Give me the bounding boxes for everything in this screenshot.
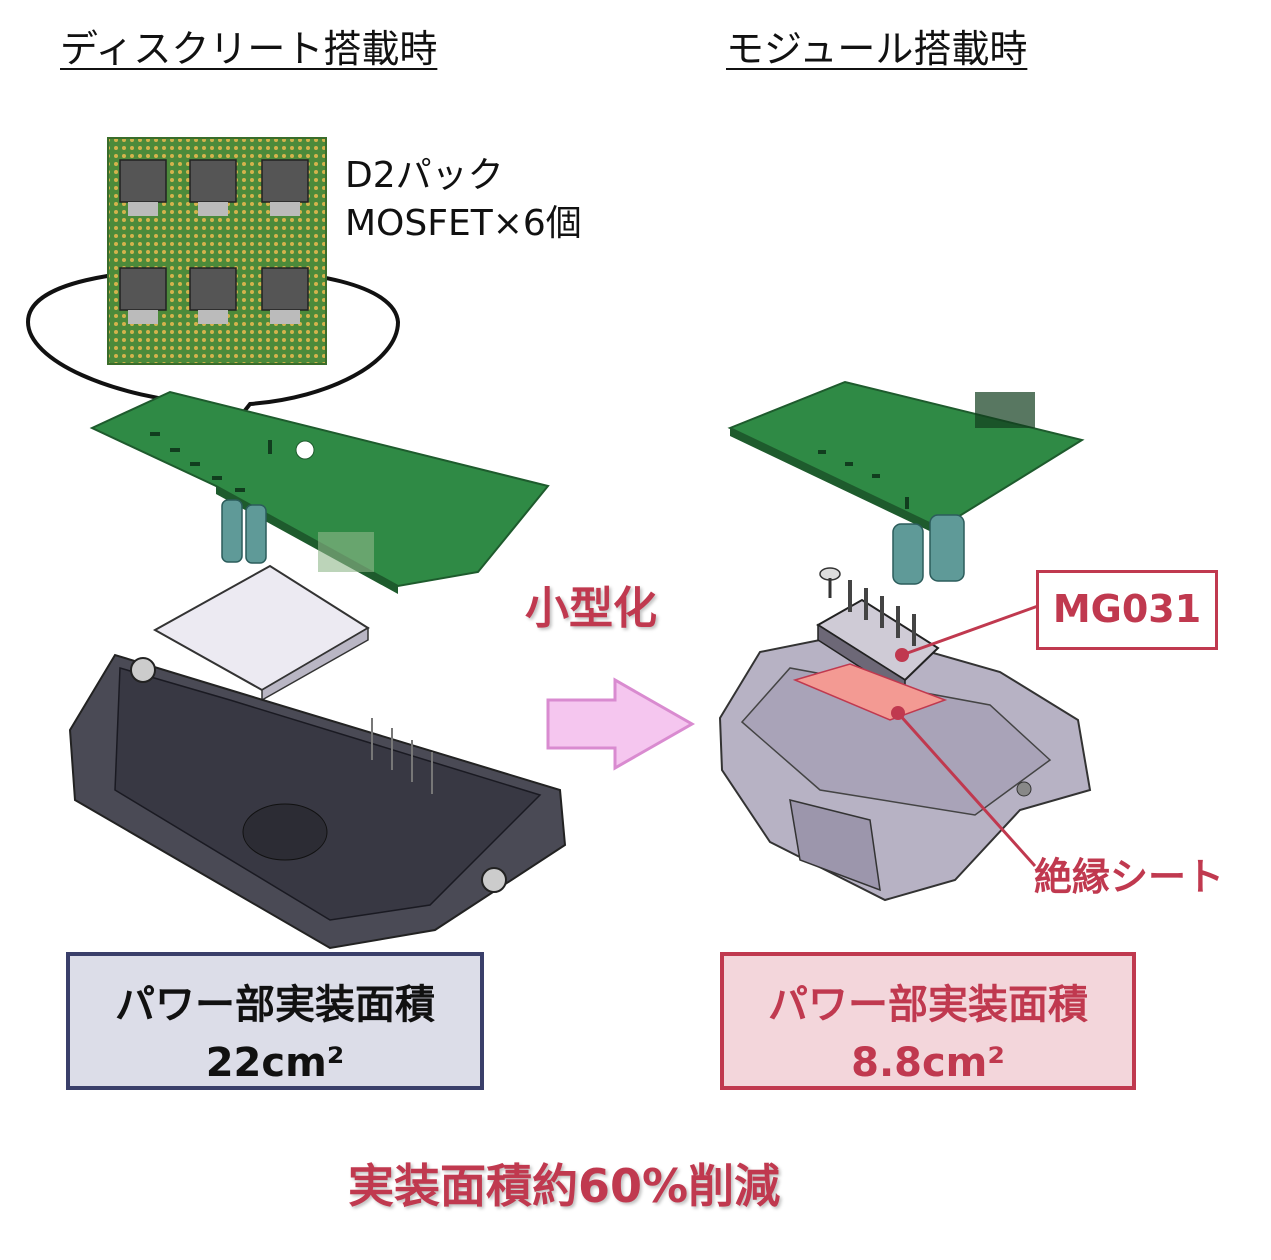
left-heat-plate	[152, 564, 370, 702]
heading-discrete: ディスクリート搭載時	[60, 27, 438, 71]
left-housing	[68, 653, 567, 950]
right-area-value: 8.8cm²	[851, 1040, 1005, 1086]
right-area-title: パワー部実装面積	[768, 982, 1088, 1028]
left-pcb	[89, 390, 550, 594]
insulation-sheet	[792, 663, 948, 721]
right-housing	[718, 630, 1092, 902]
right-capacitors	[892, 514, 965, 585]
left-capacitors	[221, 499, 267, 564]
left-area-title: パワー部実装面積	[115, 982, 435, 1028]
right-pcb	[727, 380, 1085, 536]
summary-reduction: 実装面積約60%削減	[348, 1159, 781, 1213]
left-area-value: 22cm²	[205, 1040, 345, 1086]
callout-line-1: D2パック	[345, 155, 504, 196]
mg031-label: MG031	[1036, 570, 1218, 650]
callout-line-2: MOSFET×6個	[345, 203, 582, 244]
insulation-sheet-label: 絶縁シート	[1034, 855, 1225, 899]
arrow-icon	[546, 677, 696, 771]
center-label-miniaturization: 小型化	[525, 583, 657, 634]
heading-module: モジュール搭載時	[726, 27, 1028, 71]
leader-mg031	[901, 604, 1039, 657]
right-area-box: パワー部実装面積 8.8cm²	[720, 952, 1136, 1090]
leader-sheet	[896, 711, 1037, 868]
mosfet-board-photo	[107, 137, 327, 365]
left-area-box: パワー部実装面積 22cm²	[66, 952, 484, 1090]
screw-icon	[819, 567, 841, 598]
